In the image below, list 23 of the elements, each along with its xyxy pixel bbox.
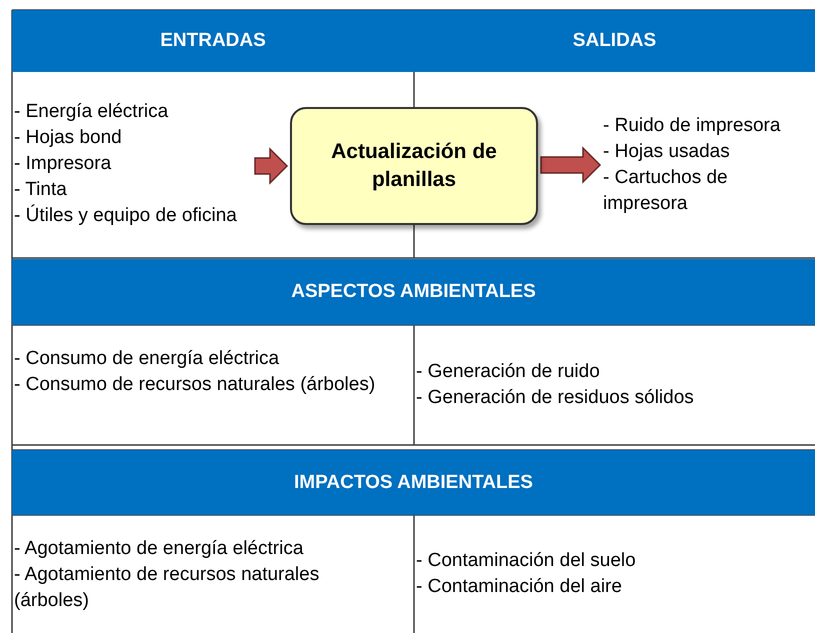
list-item: - Energía eléctrica [14, 100, 170, 124]
list-item: - Ruido de impresora [603, 114, 782, 138]
list-item: - Agotamiento de energía eléctrica [14, 537, 304, 561]
list-item: - Contaminación del aire [416, 575, 623, 599]
list-item: - Hojas usadas [603, 140, 731, 164]
list-item: - Útiles y equipo de oficina [14, 204, 238, 228]
header-band: IMPACTOS AMBIENTALES [12, 450, 815, 515]
header-band: ENTRADAS [12, 10, 414, 72]
header-band: ASPECTOS AMBIENTALES [12, 259, 815, 325]
process-box: Actualización de planillas [290, 107, 538, 225]
list-item: - Tinta [14, 178, 68, 202]
list-item: - Hojas bond [14, 126, 123, 150]
list-item: - Agotamiento de recursos naturales (árboles) [14, 563, 320, 613]
block-arrow [254, 147, 288, 185]
list-item: - Consumo de recursos naturales (árboles) [14, 373, 376, 397]
list-item: - Consumo de energía eléctrica [14, 347, 280, 371]
list-item: - Generación de ruido [416, 360, 601, 384]
list-item: - Generación de residuos sólidos [416, 386, 695, 410]
list-item: - Impresora [14, 152, 112, 176]
list-item: - Contaminación del suelo [416, 549, 637, 573]
block-arrow [540, 146, 602, 184]
list-item: - Cartuchos de impresora [603, 166, 729, 216]
header-band: SALIDAS [414, 10, 815, 72]
